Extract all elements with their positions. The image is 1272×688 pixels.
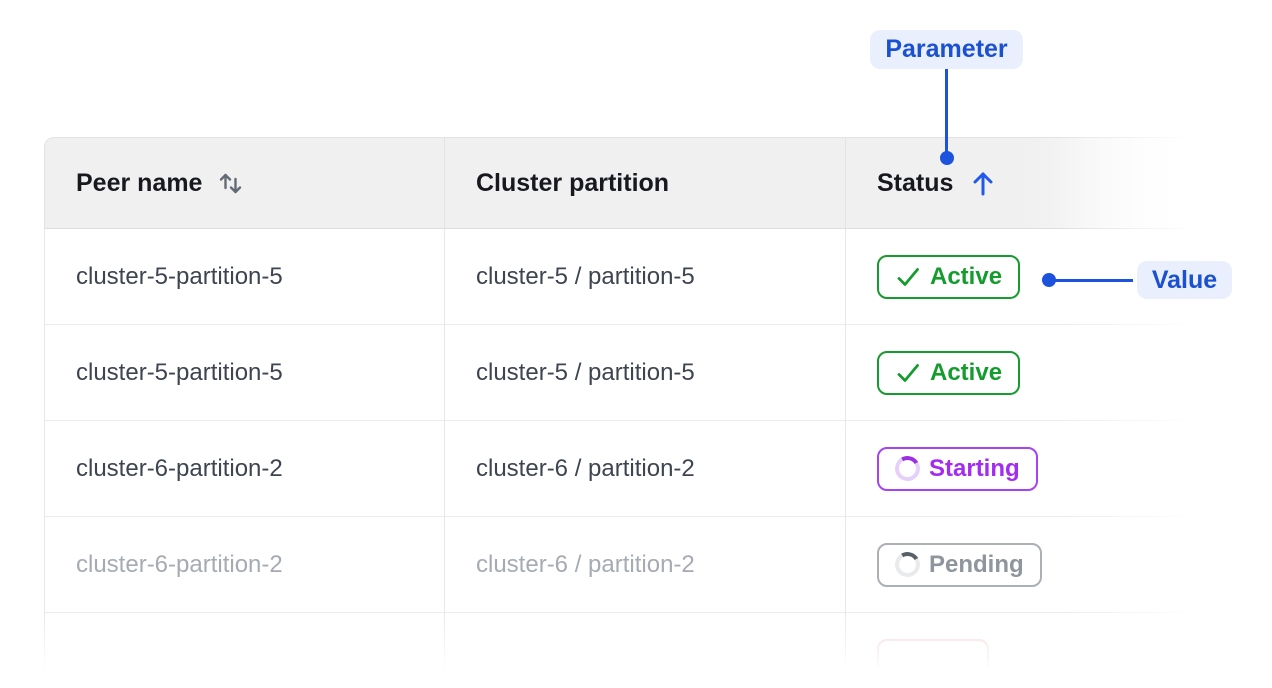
column-header-peer-name[interactable]: Peer name <box>45 138 445 228</box>
status-label: Active <box>930 262 1003 290</box>
table-body: cluster-5-partition-5 cluster-5 / partit… <box>44 229 1210 688</box>
table-row[interactable]: cluster-6-partition-2 cluster-6 / partit… <box>45 421 1210 517</box>
column-header-cluster-partition[interactable]: Cluster partition <box>445 138 846 228</box>
status-badge: Pending <box>877 542 1042 587</box>
status-label: Active <box>930 358 1003 386</box>
status-badge: Active <box>877 254 1021 299</box>
cell-cluster-partition: cluster-6 / partition-2 <box>445 421 846 516</box>
parameter-callout: Parameter <box>870 30 1023 69</box>
cell-status: Active <box>846 229 1210 324</box>
spinner-icon <box>892 549 923 580</box>
column-label: Status <box>877 168 954 197</box>
status-badge: Active <box>877 350 1021 395</box>
table-header-row: Peer name Cluster partition Status <box>44 137 1210 229</box>
value-connector-dot <box>1042 273 1056 287</box>
cell-status: Starting <box>846 421 1210 516</box>
status-label: Pending <box>929 550 1024 578</box>
cell-peer-name <box>45 613 445 688</box>
arrow-up-icon <box>971 170 995 197</box>
cell-cluster-partition <box>445 613 846 688</box>
peers-table: Peer name Cluster partition Status <box>44 137 1210 688</box>
cell-peer-name: cluster-6-partition-2 <box>45 517 445 612</box>
parameter-callout-label: Parameter <box>885 35 1008 63</box>
parameter-connector-line <box>945 69 948 153</box>
value-callout: Value <box>1137 261 1232 299</box>
cell-peer-name: cluster-6-partition-2 <box>45 421 445 516</box>
check-icon <box>895 360 921 386</box>
spinner-icon <box>892 453 923 484</box>
table-row[interactable]: cluster-5-partition-5 cluster-5 / partit… <box>45 229 1210 325</box>
cell-peer-name: cluster-5-partition-5 <box>45 325 445 420</box>
column-header-status[interactable]: Status <box>846 138 1210 228</box>
cell-status <box>846 613 1210 688</box>
status-label: Starting <box>929 454 1020 482</box>
table-row[interactable]: cluster-5-partition-5 cluster-5 / partit… <box>45 325 1210 421</box>
cell-peer-name: cluster-5-partition-5 <box>45 229 445 324</box>
sort-both-icon <box>216 169 245 198</box>
table-row[interactable] <box>45 613 1210 688</box>
value-callout-label: Value <box>1151 265 1218 294</box>
cell-cluster-partition: cluster-6 / partition-2 <box>445 517 846 612</box>
cell-status: Pending <box>846 517 1210 612</box>
check-icon <box>895 264 921 290</box>
column-label: Peer name <box>76 168 203 197</box>
value-connector-line <box>1051 279 1133 282</box>
cell-status: Active <box>846 325 1210 420</box>
cell-cluster-partition: cluster-5 / partition-5 <box>445 325 846 420</box>
column-label: Cluster partition <box>476 168 670 197</box>
status-badge <box>877 639 989 683</box>
cell-cluster-partition: cluster-5 / partition-5 <box>445 229 846 324</box>
table-row[interactable]: cluster-6-partition-2 cluster-6 / partit… <box>45 517 1210 613</box>
parameter-connector-dot <box>940 151 954 165</box>
status-badge: Starting <box>877 446 1038 491</box>
